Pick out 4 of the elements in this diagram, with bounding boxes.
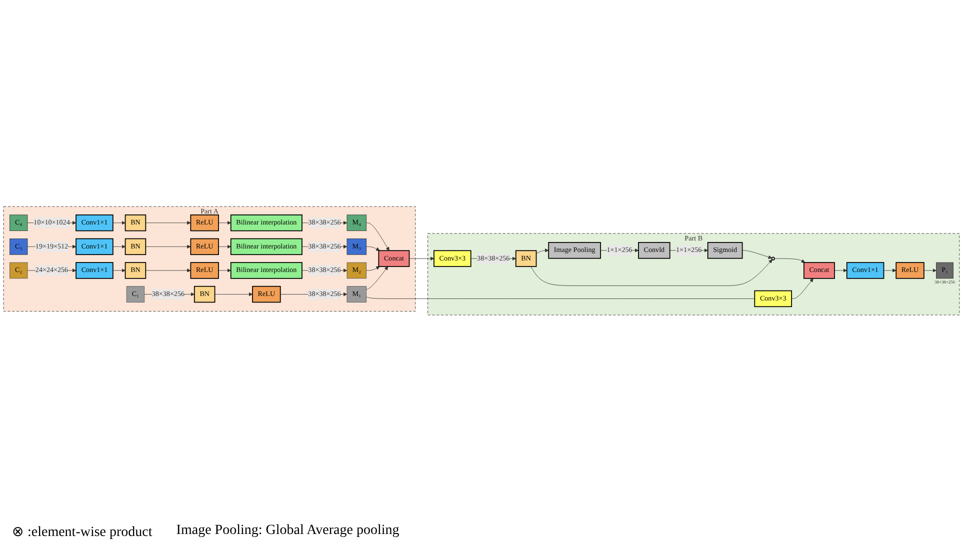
node-circle bbox=[771, 256, 775, 260]
connector bbox=[366, 296, 755, 299]
legend-note: Image Pooling: Global Average pooling bbox=[176, 523, 400, 540]
legend-note: ⊗ :element-wise product bbox=[12, 524, 152, 541]
